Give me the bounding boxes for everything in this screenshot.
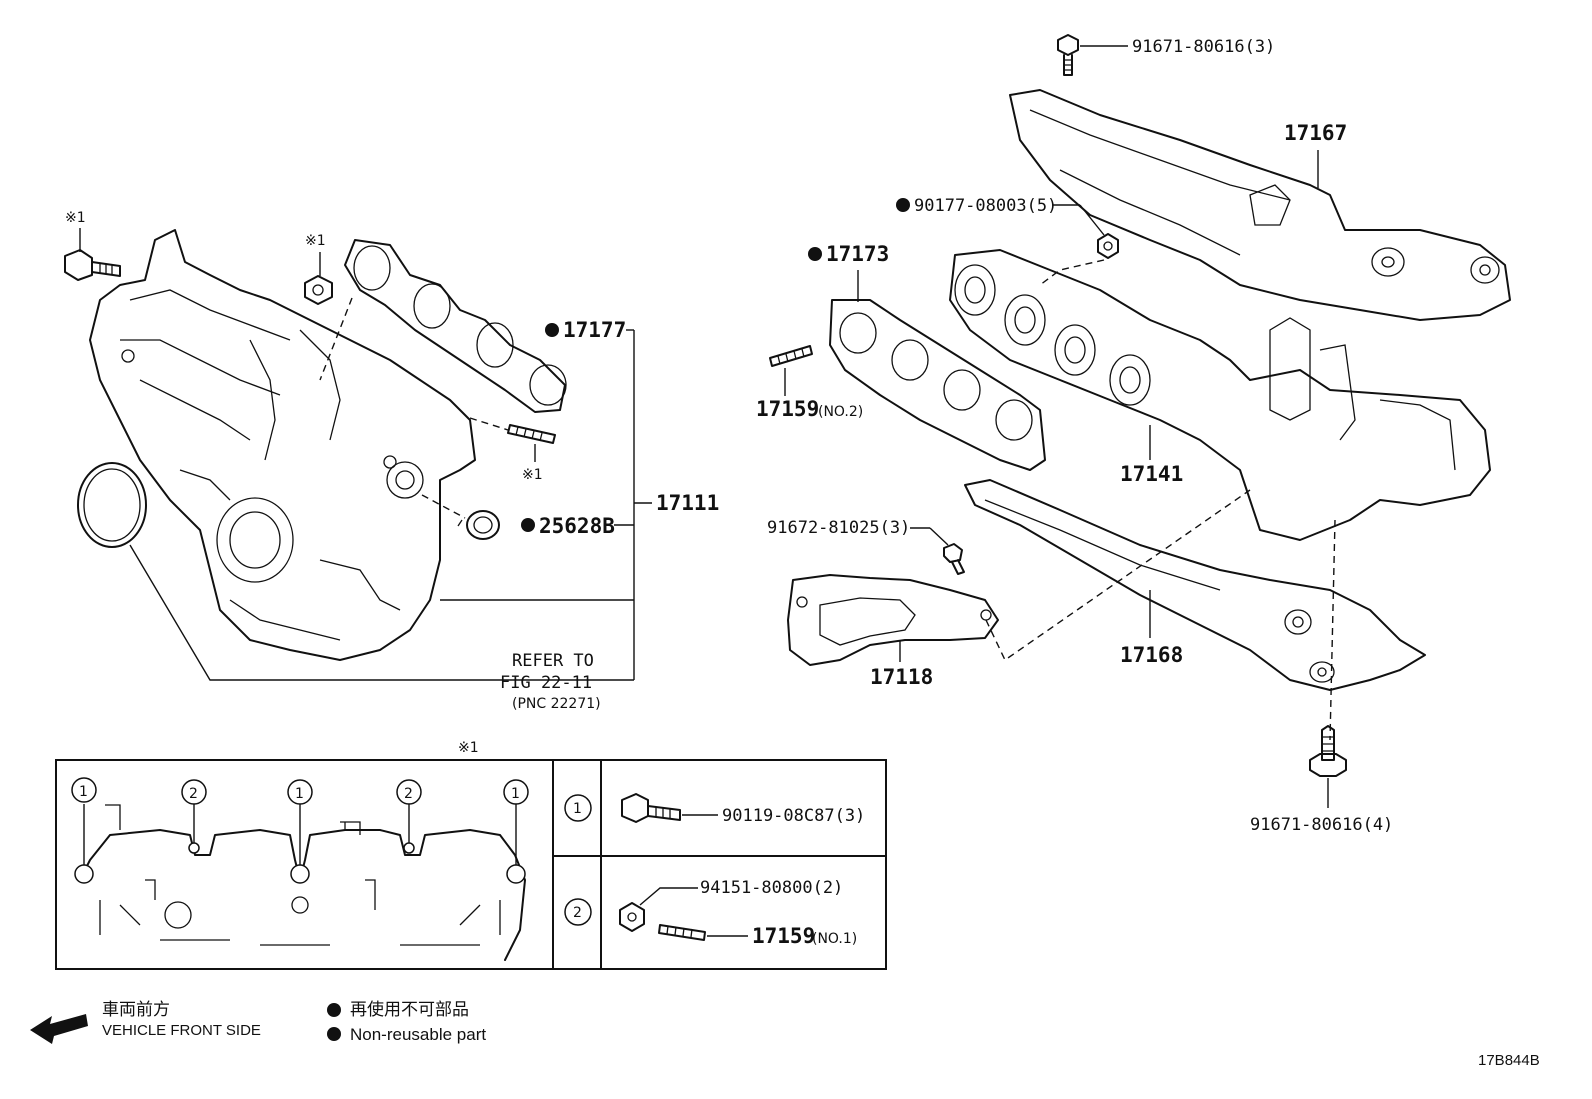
refer-line-1: REFER TO <box>512 651 594 671</box>
heat-insulator-lower <box>964 479 1426 691</box>
filled-dot-icon <box>545 323 559 337</box>
callout-17167: 17167 <box>1284 121 1347 145</box>
legend-front-en: VEHICLE FRONT SIDE <box>102 1022 261 1039</box>
stud-bolt-icon <box>769 345 813 367</box>
svg-text:1: 1 <box>79 784 88 800</box>
legend-front-jp: 車両前方 <box>102 1000 170 1019</box>
svg-text:2: 2 <box>404 786 413 802</box>
refer-line-3: (PNC 22271) <box>512 696 601 712</box>
callout-17159-no2: 17159 <box>756 397 819 421</box>
callout-17141: 17141 <box>1120 462 1183 486</box>
callout-17118: 17118 <box>870 665 933 689</box>
svg-text:2: 2 <box>189 786 198 802</box>
row2-part-a: 94151-80800(2) <box>700 878 843 898</box>
callout-91671-80616-3: 91671-80616(3) <box>1132 37 1275 57</box>
legend-nonreuse-jp: 再使用不可部品 <box>350 999 469 1019</box>
row1-index-badge <box>564 794 592 822</box>
row1-index: 1 <box>573 801 582 817</box>
callout-17168: 17168 <box>1120 643 1183 667</box>
callout-17111: 17111 <box>656 491 719 515</box>
exhaust-gasket <box>829 299 1046 471</box>
bolt-icon <box>621 793 681 823</box>
callout-25628b: 25628B <box>539 514 615 538</box>
stud-bolt-icon <box>658 924 706 941</box>
row2-part-b-suffix: (NO.1) <box>812 931 857 947</box>
bolt-icon <box>1309 725 1347 777</box>
heat-insulator-upper <box>1009 89 1511 321</box>
bolt-icon <box>943 543 965 575</box>
detail-table <box>55 759 887 970</box>
callout-17177: 17177 <box>563 318 626 342</box>
legend-nonreuse-en: Non-reusable part <box>350 1025 486 1044</box>
note-mark: ※1 <box>65 210 86 226</box>
detail-header-mark: ※1 <box>458 740 479 756</box>
filled-dot-icon <box>808 247 822 261</box>
filled-dot-icon <box>896 198 910 212</box>
intake-gasket <box>344 239 567 413</box>
intake-manifold <box>89 229 476 661</box>
exhaust-manifold <box>949 249 1491 541</box>
nut-icon <box>619 902 645 932</box>
arrow-left-icon <box>30 1014 88 1044</box>
nut-icon <box>1097 233 1119 259</box>
row2-index: 2 <box>573 905 582 921</box>
svg-text:1: 1 <box>511 786 520 802</box>
bracket <box>787 574 999 666</box>
stud-bolt-icon <box>507 424 556 444</box>
callout-91672-81025-3: 91672-81025(3) <box>767 518 910 538</box>
bolt-icon <box>64 249 121 281</box>
note-mark: ※1 <box>522 467 543 483</box>
svg-text:1: 1 <box>295 786 304 802</box>
bolt-icon <box>1057 34 1079 76</box>
refer-line-2: FIG 22-11 <box>500 673 592 693</box>
gasket-detail-outline <box>79 804 526 961</box>
callout-17159-no2-suffix: (NO.2) <box>818 404 863 420</box>
nut-icon <box>304 275 333 305</box>
filled-dot-icon <box>327 1027 341 1041</box>
callout-90177-08003-5: 90177-08003(5) <box>914 196 1057 216</box>
row2-part-b: 17159 <box>752 924 815 948</box>
ring-gasket <box>457 510 500 540</box>
row1-part: 90119-08C87(3) <box>722 806 865 826</box>
drawing-id: 17B844B <box>1478 1052 1540 1069</box>
filled-dot-icon <box>521 518 535 532</box>
gasket-markers: 1 2 1 2 1 <box>71 777 529 884</box>
callout-17173: 17173 <box>826 242 889 266</box>
row2-index-badge <box>564 898 592 926</box>
note-mark: ※1 <box>305 233 326 249</box>
callout-91671-80616-4: 91671-80616(4) <box>1250 815 1393 835</box>
filled-dot-icon <box>327 1003 341 1017</box>
throttle-gasket-ring <box>77 462 147 548</box>
